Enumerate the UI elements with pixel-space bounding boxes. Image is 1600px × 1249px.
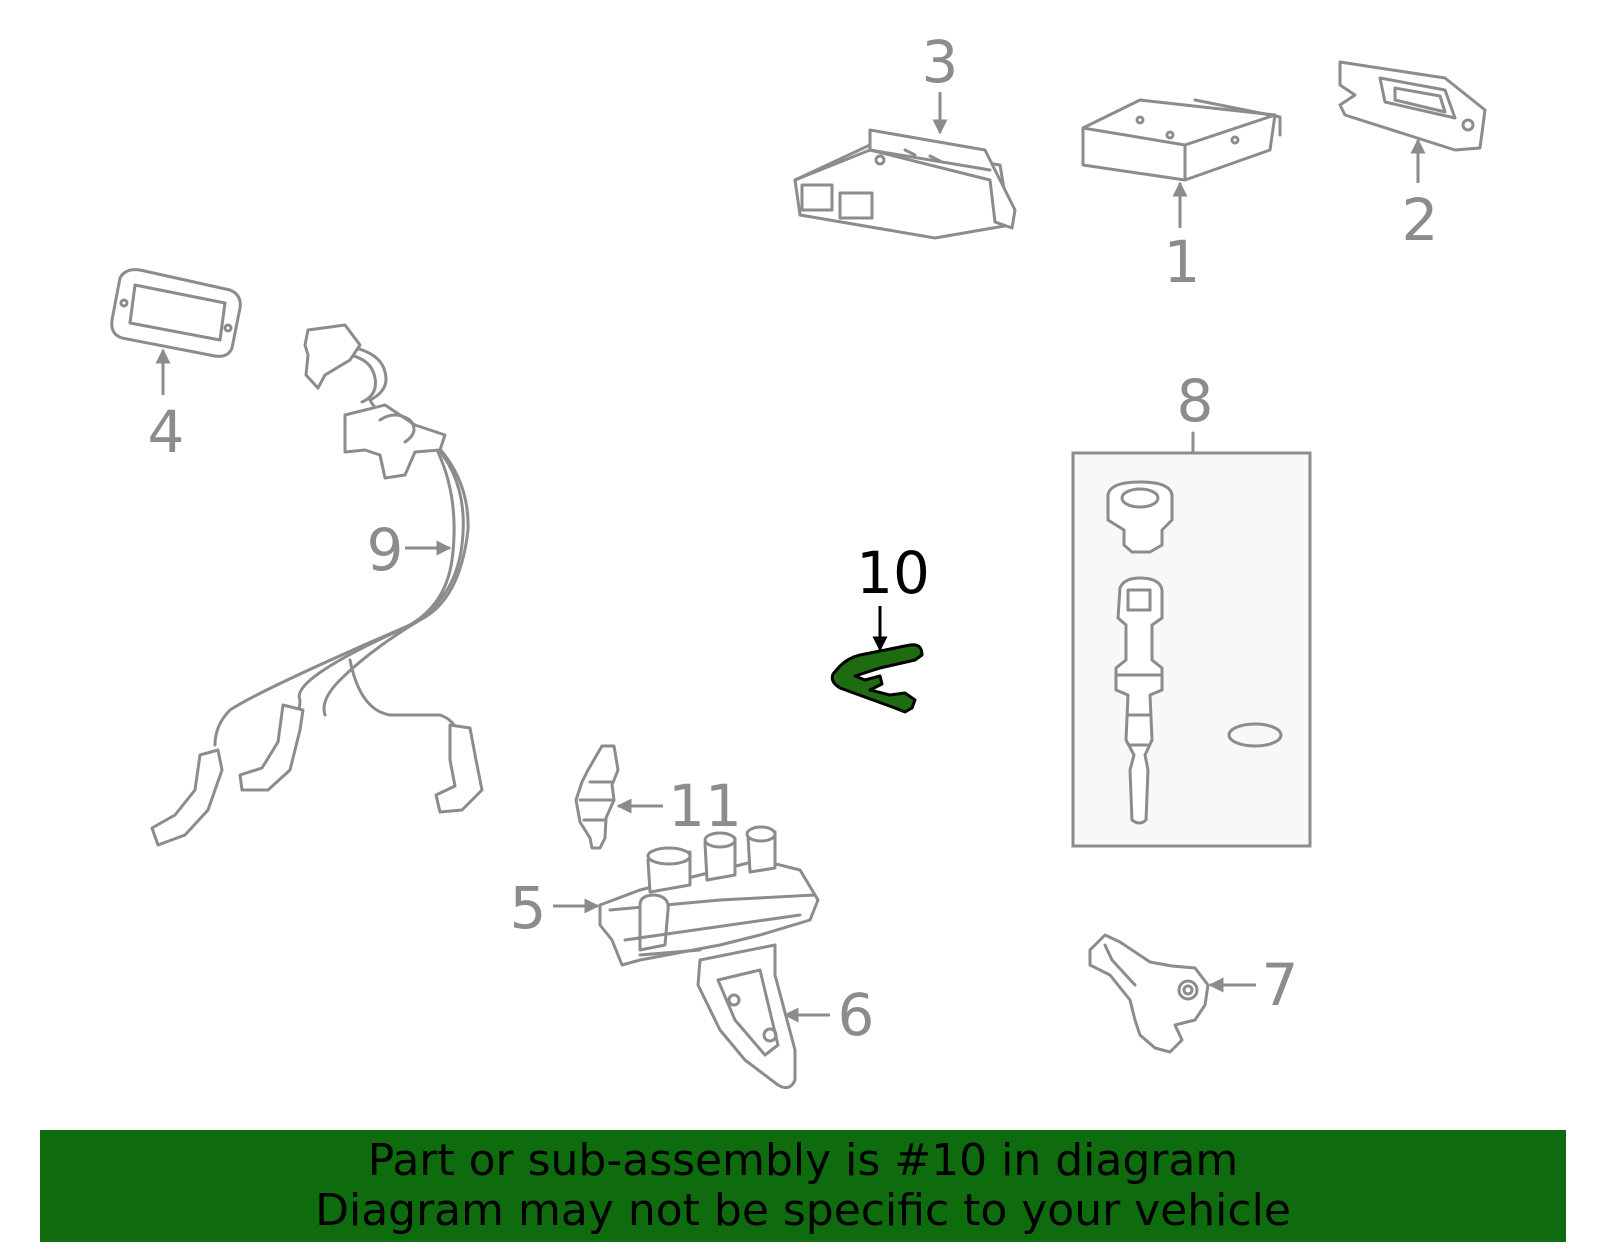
callout-7: 7 xyxy=(1262,951,1299,1019)
part-1-ecm[interactable] xyxy=(1081,98,1282,182)
banner-line-2: Diagram may not be specific to your vehi… xyxy=(315,1185,1291,1236)
part-7-sensor[interactable] xyxy=(1088,933,1210,1054)
part-10-wire-clip[interactable] xyxy=(830,643,924,714)
part-11-spark-plug[interactable] xyxy=(574,744,620,850)
part-2-cover[interactable] xyxy=(1338,60,1487,152)
callout-11: 11 xyxy=(668,772,742,840)
part-6-bracket[interactable] xyxy=(696,943,797,1090)
part-9-wire-set[interactable] xyxy=(150,323,484,847)
banner-line-1: Part or sub-assembly is #10 in diagram xyxy=(367,1135,1239,1186)
callout-1: 1 xyxy=(1164,228,1201,296)
part-8-kit[interactable] xyxy=(1071,451,1312,848)
callout-9: 9 xyxy=(367,516,404,584)
part-5-coil-pack[interactable] xyxy=(598,825,820,967)
callout-10: 10 xyxy=(856,539,930,607)
callout-2: 2 xyxy=(1402,186,1439,254)
part-3-module-housing[interactable] xyxy=(793,128,1017,240)
callout-5: 5 xyxy=(510,874,547,942)
callout-3: 3 xyxy=(922,28,959,96)
part-4-gasket[interactable] xyxy=(110,268,242,358)
callout-8: 8 xyxy=(1177,367,1214,435)
callout-6: 6 xyxy=(838,981,875,1049)
callout-4: 4 xyxy=(148,398,185,466)
info-banner: Part or sub-assembly is #10 in diagram D… xyxy=(40,1130,1566,1242)
